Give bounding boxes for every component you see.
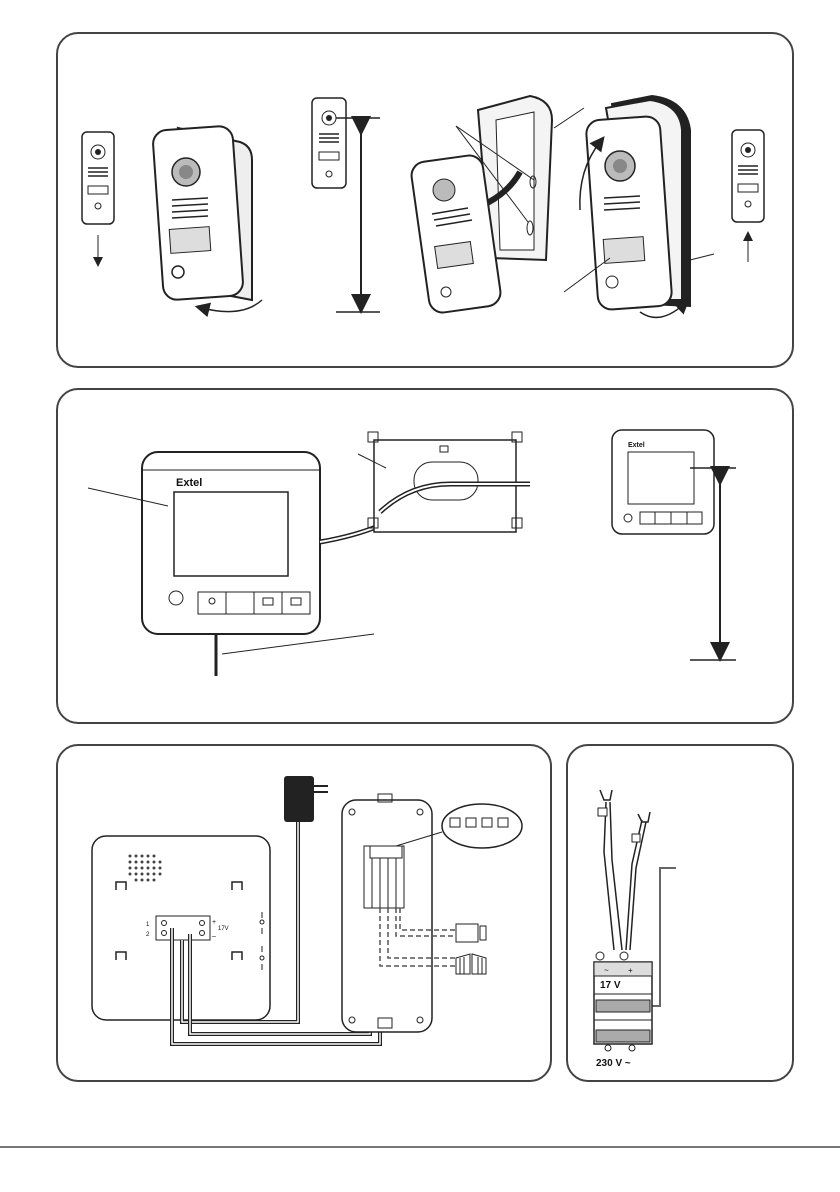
power-supply-plus-label: + — [628, 966, 633, 975]
monitor-terminal-minus: – — [212, 933, 216, 940]
outdoor-unit-assembled — [564, 96, 714, 310]
power-supply-minus-label: ~ — [604, 966, 609, 975]
power-supply-module: ~ + 17 V — [594, 962, 652, 1051]
power-supply-voltage: 17 V — [600, 980, 621, 991]
door-lock-icon — [456, 924, 486, 942]
small-doorbell-icon-middle — [312, 98, 346, 188]
footer-rule — [0, 1146, 840, 1148]
small-doorbell-icon-left — [82, 132, 114, 224]
gate-motor-icon — [456, 954, 486, 974]
small-monitor-brand-label: Extel — [628, 442, 645, 449]
monitor-brand-label: Extel — [176, 477, 202, 489]
outdoor-unit-back — [342, 794, 522, 1032]
power-adapter — [284, 776, 328, 822]
monitor-terminal-voltage: 17V — [218, 926, 229, 932]
small-monitor-icon: Extel — [612, 430, 714, 534]
indoor-monitor: Extel — [88, 452, 320, 634]
small-doorbell-icon-right — [732, 130, 764, 222]
mains-voltage-label: 230 V ~ — [596, 1058, 631, 1069]
outdoor-unit-with-rain-cover — [152, 125, 252, 300]
monitor-terminal-plus: + — [212, 919, 216, 926]
cord-leader — [222, 634, 374, 654]
rotate-arrow — [202, 300, 262, 312]
